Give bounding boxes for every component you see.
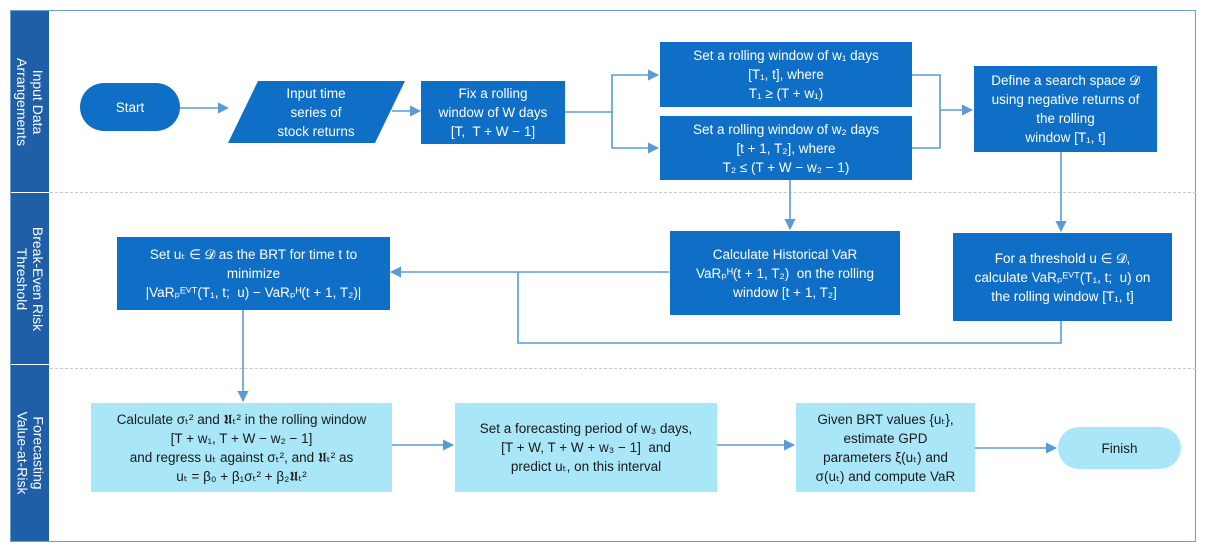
regress-brt: Calculate σₜ² and 𝖀ₜ² in the rolling win… [91, 403, 392, 492]
arrow-w1-to-search [912, 74, 974, 116]
arrow-fix-to-w1 [565, 69, 660, 113]
lane-break-even-risk-threshold: Break-Even Risk Threshold [11, 193, 49, 364]
threshold-evt-var: For a threshold u ∈ 𝓓, calculate VaRₚᴱⱽᵀ… [953, 233, 1172, 321]
estimate-gpd: Given BRT values {uₜ}, estimate GPD para… [796, 403, 975, 492]
input-time-series: Input time series of stock returns [277, 85, 355, 139]
input-parallelogram-shape [228, 81, 405, 143]
lane-divider [50, 192, 1196, 193]
diagram-frame [10, 10, 1196, 542]
rolling-window-w1: Set a rolling window of w₁ days [T₁, t],… [660, 42, 912, 107]
lane-input-data-arrangements: Input Data Arrangements [11, 11, 49, 192]
finish-terminator: Finish [1058, 427, 1181, 469]
set-brt: Set uₜ ∈ 𝓓 as the BRT for time t to mini… [117, 237, 390, 310]
start-terminator: Start [80, 83, 180, 131]
lane-divider [50, 368, 1196, 369]
search-space: Define a search space 𝓓 using negative r… [974, 66, 1157, 152]
historical-var: Calculate Historical VaR VaRₚᴴ(t + 1, T₂… [670, 231, 900, 315]
arrow-w2-to-search [912, 110, 941, 149]
arrow-fix-to-w2 [611, 112, 660, 154]
arrow-threshold-to-brt [517, 272, 1062, 344]
lane-forecasting-var: Forecasting Value-at-Risk [11, 365, 49, 541]
fix-rolling-window: Fix a rolling window of W days [T, T + W… [421, 81, 565, 144]
forecasting-period: Set a forecasting period of w₃ days, [T … [455, 403, 717, 492]
rolling-window-w2: Set a rolling window of w₂ days [t + 1, … [660, 116, 912, 180]
